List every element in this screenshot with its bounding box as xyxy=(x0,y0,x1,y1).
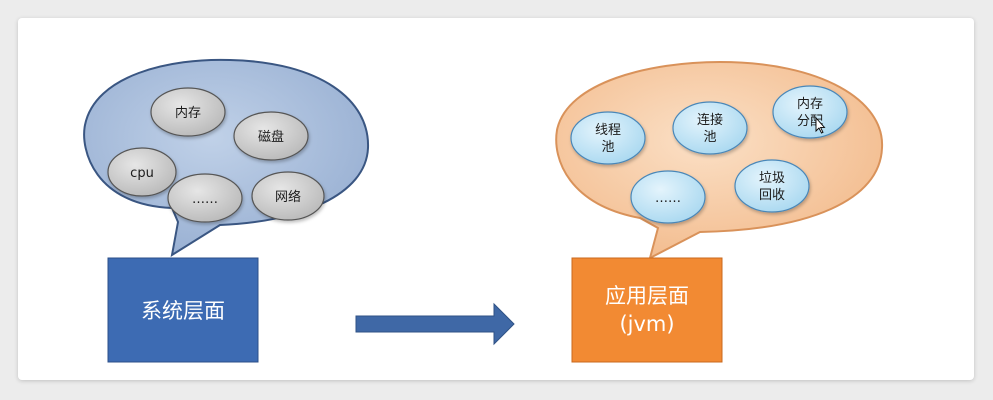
more-system-label: …… xyxy=(192,192,218,207)
connection-pool-line2: 池 xyxy=(703,130,716,145)
garbage-collection-node: 垃圾 回收 xyxy=(734,159,810,213)
connection-pool-line1: 连接 xyxy=(697,112,723,128)
thread-pool-line2: 池 xyxy=(601,140,614,155)
memory-allocation-line1: 内存 xyxy=(797,96,823,112)
garbage-collection-line2: 回收 xyxy=(759,188,785,203)
more-app-label: …… xyxy=(655,191,681,206)
cpu-node: cpu xyxy=(107,147,177,197)
connection-pool-node: 连接 池 xyxy=(672,101,748,155)
memory-allocation-node: 内存 分配 xyxy=(772,85,848,139)
right-arrow-icon xyxy=(355,302,515,346)
memory-label: 内存 xyxy=(175,105,201,121)
app-level-box: 应用层面 (jvm) xyxy=(571,257,723,363)
disk-node: 磁盘 xyxy=(233,111,309,161)
more-system-node: …… xyxy=(167,173,243,223)
network-label: 网络 xyxy=(275,189,301,205)
thread-pool-line1: 线程 xyxy=(595,123,621,138)
memory-node: 内存 xyxy=(150,87,226,137)
app-level-sublabel: (jvm) xyxy=(619,312,674,336)
more-app-node: …… xyxy=(630,170,706,224)
app-level-label: 应用层面 xyxy=(605,284,689,308)
system-level-label: 系统层面 xyxy=(141,299,225,323)
thread-pool-node: 线程 池 xyxy=(570,111,646,165)
network-node: 网络 xyxy=(251,171,325,221)
garbage-collection-line1: 垃圾 xyxy=(759,171,785,186)
cpu-label: cpu xyxy=(130,166,154,181)
disk-label: 磁盘 xyxy=(258,129,284,145)
mouse-cursor-icon xyxy=(815,116,826,134)
system-level-box: 系统层面 xyxy=(107,257,259,363)
